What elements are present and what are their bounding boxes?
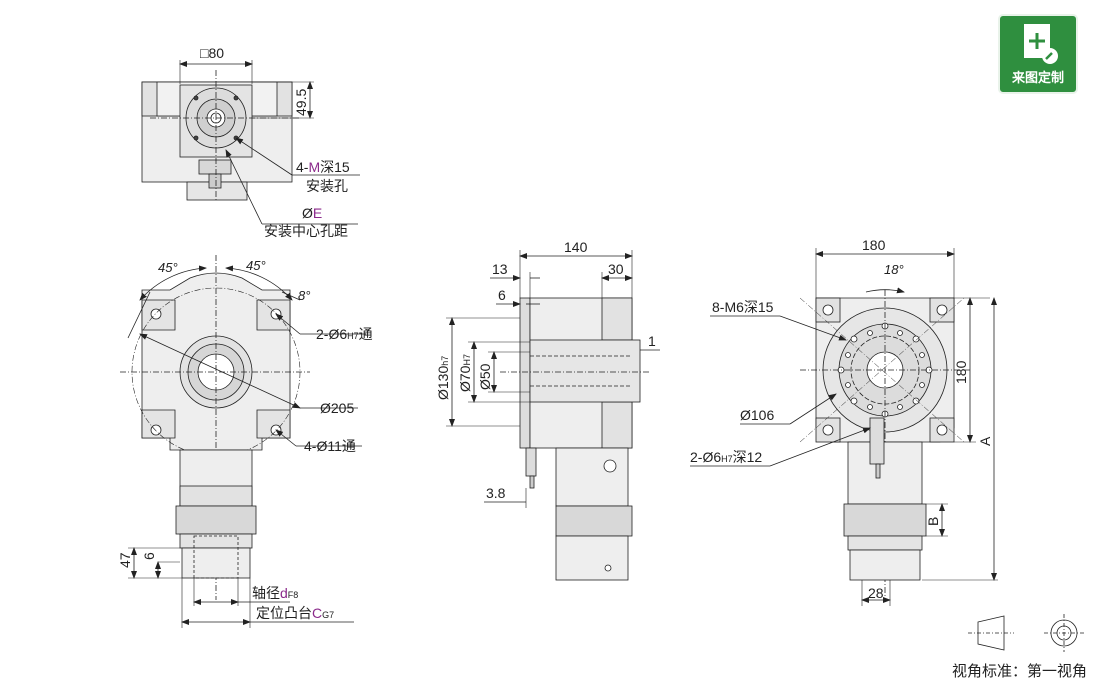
angle-45-right: 45° — [246, 258, 266, 273]
first-angle-projection-icon — [968, 614, 1084, 652]
dim-30: 30 — [608, 261, 624, 277]
dim-a: A — [977, 436, 993, 446]
dim-3-8: 3.8 — [486, 485, 506, 501]
thru-holes-label: 4-Ø11通 — [304, 438, 356, 454]
mount-hole-label: 4-M深15 — [296, 159, 350, 175]
dim-180-side: 180 — [953, 360, 969, 384]
pin-hole-label: 2-Ø6H7通 — [316, 326, 373, 342]
pin-label-right: 2-Ø6H7深12 — [690, 449, 762, 465]
dim-b: B — [925, 517, 941, 526]
dim-180-top: 180 — [862, 237, 886, 253]
view-standard-caption: 视角标准：第一视角 — [952, 663, 1088, 680]
top-view — [141, 60, 360, 225]
dia-205: Ø205 — [320, 400, 354, 416]
shaft-label: 轴径dF8 — [252, 585, 298, 601]
mount-hole-desc: 安装孔 — [306, 178, 348, 194]
dim-49-5: 49.5 — [293, 89, 309, 116]
angle-8: 8° — [298, 288, 310, 303]
taps-label: 8-M6深15 — [712, 299, 774, 315]
side-view — [446, 250, 660, 581]
pilot-label: 定位凸台CG7 — [256, 605, 334, 621]
pcd-label: ØE — [302, 205, 322, 221]
pcd-desc: 安装中心孔距 — [264, 223, 348, 239]
dim-square-80: □80 — [200, 45, 224, 61]
dia-106: Ø106 — [740, 407, 774, 423]
dim-1: 1 — [648, 333, 656, 349]
custom-drawing-label: 来图定制 — [1011, 70, 1064, 85]
angle-18: 18° — [884, 262, 904, 277]
angle-45-left: 45° — [158, 260, 178, 275]
dia-130: Ø130h7 — [435, 356, 451, 400]
dia-50: Ø50 — [477, 363, 493, 390]
dim-28: 28 — [868, 585, 884, 601]
custom-drawing-icon — [1024, 24, 1058, 64]
dim-47: 47 — [117, 552, 133, 568]
dia-70: Ø70H7 — [457, 354, 473, 392]
dim-6-side: 6 — [498, 287, 506, 303]
right-view — [690, 248, 998, 606]
dim-13: 13 — [492, 261, 508, 277]
custom-drawing-badge[interactable]: 来图定制 — [998, 14, 1078, 94]
dim-6-front: 6 — [141, 552, 157, 560]
front-view — [120, 255, 366, 628]
dim-140: 140 — [564, 239, 588, 255]
